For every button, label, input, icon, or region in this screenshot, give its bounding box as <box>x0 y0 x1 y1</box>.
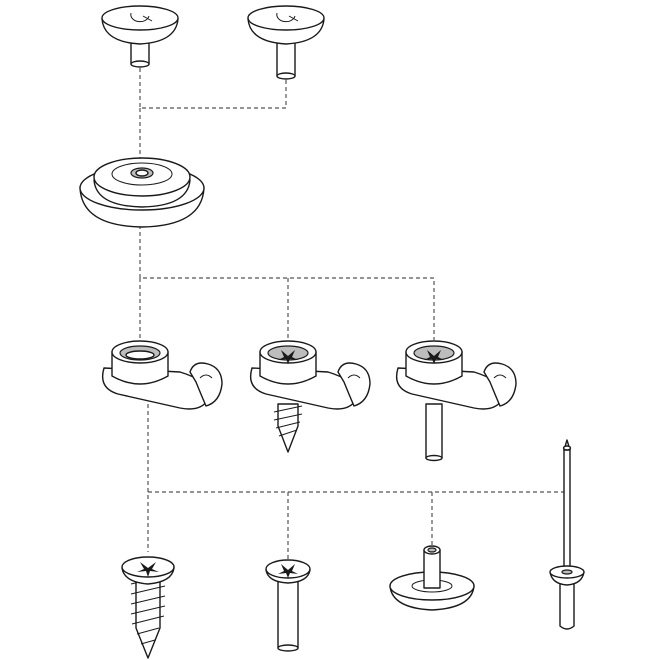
snap-cap-b <box>247 5 325 80</box>
hook-base-plain <box>101 340 223 410</box>
hook-base-stud <box>395 340 517 462</box>
snap-socket <box>79 157 205 228</box>
machine-screw <box>265 559 311 652</box>
rivet-post <box>389 545 475 611</box>
connector-lines <box>139 68 566 560</box>
hook-base-screw <box>249 340 371 453</box>
pop-rivet <box>549 439 585 630</box>
wood-screw <box>121 556 175 659</box>
snap-cap-a <box>101 5 179 68</box>
